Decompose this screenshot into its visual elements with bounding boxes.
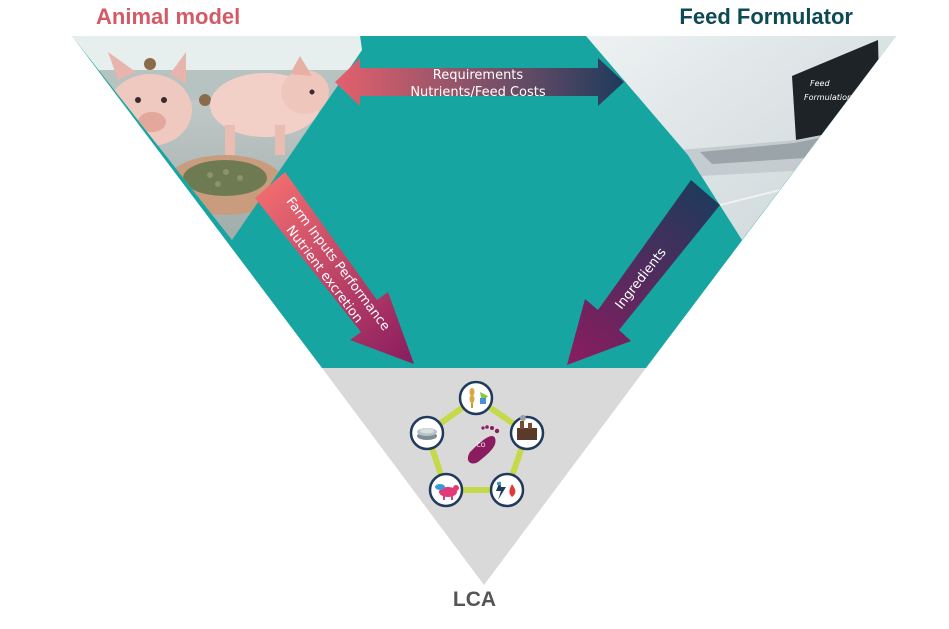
laptop-screen-text-2: Formulation <box>804 93 852 102</box>
arrow-top-text-2: Nutrients/Feed Costs <box>410 85 546 100</box>
arrow-requirements: Requirements Nutrients/Feed Costs <box>335 58 624 106</box>
energy-water-icon <box>489 472 525 508</box>
footprint-icon: CO <box>467 425 500 464</box>
lca-cycle: CO <box>409 380 545 508</box>
animal-model-title: Animal model <box>96 4 241 29</box>
petri-dish-icon <box>409 415 445 451</box>
laptop-screen-text-1: Feed <box>810 79 830 88</box>
factory-icon <box>509 415 545 451</box>
livestock-icon <box>428 472 464 508</box>
svg-text:CO: CO <box>477 442 486 449</box>
lca-label: LCA <box>452 588 497 611</box>
lca-gray-region <box>322 368 646 585</box>
arrow-top-text-1: Requirements <box>433 68 524 83</box>
feed-formulator-title: Feed Formulator <box>679 4 853 29</box>
wheat-icon <box>458 380 494 416</box>
